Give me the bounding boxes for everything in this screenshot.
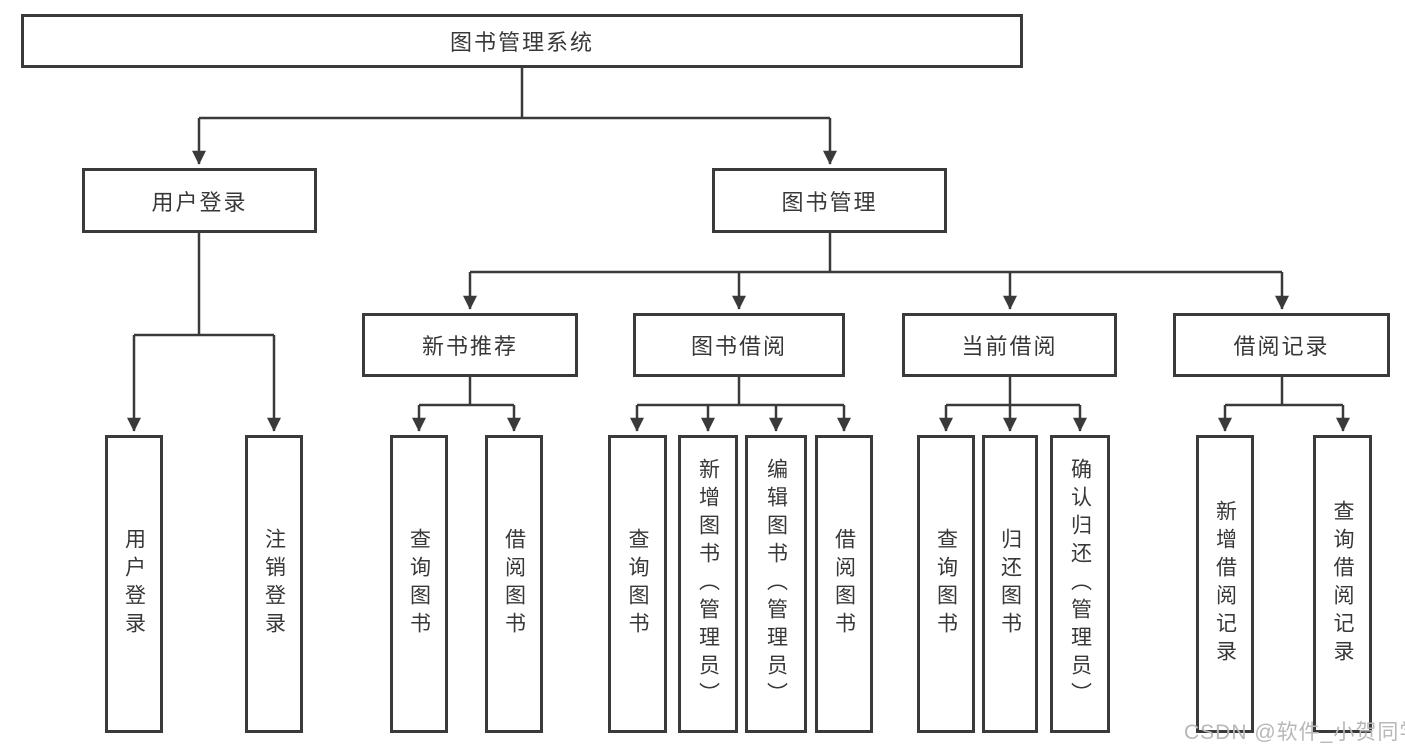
node-current-borrow: 当前借阅 [902, 313, 1117, 377]
leaf-current-confirm-return-admin-label: 确认归还（管理员） [1068, 458, 1092, 710]
leaf-recommend-query-books: 查询图书 [390, 435, 448, 733]
node-new-book-recommend: 新书推荐 [362, 313, 578, 377]
leaf-borrow-edit-books-admin: 编辑图书（管理员） [745, 435, 807, 733]
leaf-borrow-query-books: 查询图书 [608, 435, 667, 733]
leaf-borrow-add-books-admin: 新增图书（管理员） [678, 435, 738, 733]
leaf-logout: 注销登录 [245, 435, 303, 733]
leaf-records-add-record: 新增借阅记录 [1196, 435, 1254, 733]
leaf-recommend-borrow-books: 借阅图书 [485, 435, 543, 733]
leaf-current-return-books-label: 归还图书 [998, 528, 1022, 640]
leaf-borrow-add-books-admin-label: 新增图书（管理员） [696, 458, 720, 710]
leaf-user-login-label: 用户登录 [122, 528, 146, 640]
leaf-recommend-query-books-label: 查询图书 [407, 528, 431, 640]
node-current-borrow-label: 当前借阅 [961, 334, 1058, 359]
leaf-current-confirm-return-admin: 确认归还（管理员） [1050, 435, 1110, 733]
leaf-borrow-query-books-label: 查询图书 [626, 528, 649, 640]
leaf-current-query-books: 查询图书 [917, 435, 975, 733]
leaf-borrow-borrow-books: 借阅图书 [815, 435, 873, 733]
csdn-watermark: CSDN @软件_小贺同学 [1184, 721, 1405, 744]
node-root: 图书管理系统 [21, 14, 1023, 68]
node-book-management-label: 图书管理 [781, 189, 878, 215]
leaf-borrow-borrow-books-label: 借阅图书 [832, 528, 856, 640]
leaf-recommend-borrow-books-label: 借阅图书 [502, 528, 526, 640]
node-book-borrow-label: 图书借阅 [690, 334, 787, 359]
node-root-label: 图书管理系统 [449, 30, 594, 55]
leaf-current-return-books: 归还图书 [982, 435, 1038, 733]
leaf-logout-label: 注销登录 [262, 528, 286, 640]
node-book-borrow: 图书借阅 [633, 313, 845, 377]
leaf-current-query-books-label: 查询图书 [934, 528, 958, 640]
leaf-borrow-edit-books-admin-label: 编辑图书（管理员） [764, 458, 788, 710]
leaf-user-login: 用户登录 [105, 435, 163, 733]
leaf-records-query-record: 查询借阅记录 [1313, 435, 1372, 733]
node-borrow-records: 借阅记录 [1173, 313, 1390, 377]
node-user-login-label: 用户登录 [151, 189, 248, 215]
node-book-management: 图书管理 [712, 168, 947, 233]
node-new-book-recommend-label: 新书推荐 [421, 334, 518, 359]
node-user-login: 用户登录 [82, 168, 317, 233]
leaf-records-add-record-label: 新增借阅记录 [1213, 500, 1237, 668]
leaf-records-query-record-label: 查询借阅记录 [1331, 500, 1354, 668]
node-borrow-records-label: 借阅记录 [1233, 334, 1330, 359]
